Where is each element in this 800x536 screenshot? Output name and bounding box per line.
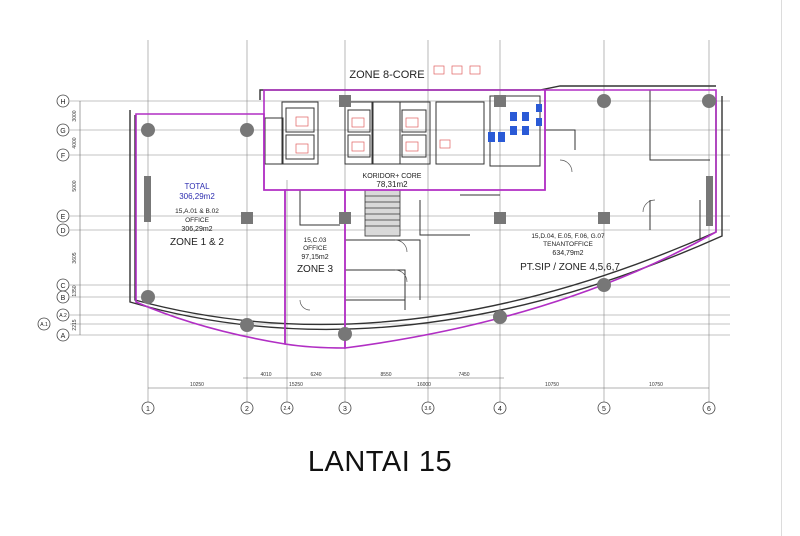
row-marker-e [56, 209, 70, 223]
zone-1-2-total-area: 306,29m2 [179, 192, 215, 201]
zone-1-2-total: TOTAL [184, 182, 210, 191]
row-dim: 3000 [72, 110, 78, 121]
zone-3-area: 97,15m2 [301, 254, 328, 261]
col-dim: 7450 [458, 372, 469, 378]
col-marker-5 [597, 401, 611, 415]
row-marker-a2 [56, 308, 70, 322]
zone-3-use: OFFICE [303, 245, 327, 252]
zone-4567-use: TENANTOFFICE [543, 241, 593, 248]
zone-core-label: ZONE 8-CORE [349, 69, 424, 81]
row-label: A.1 [40, 322, 48, 328]
row-marker-f [56, 148, 70, 162]
col-marker-2 [240, 401, 254, 415]
row-label: C [60, 283, 65, 290]
zone-3-unit: 15,C.03 [304, 237, 327, 244]
col-dim: 15250 [289, 382, 303, 388]
zone-1-2-area: 306,29m2 [181, 226, 212, 233]
zone-1-2-label: TOTAL 306,29m2 15,A.01 & B.02 OFFICE 306… [170, 182, 224, 248]
zone-4567-label: 15,D.04, E.05, F.06, G.07 TENANTOFFICE 6… [520, 233, 620, 273]
row-label: A [61, 333, 66, 340]
col-dim: 16000 [417, 382, 431, 388]
row-marker-b [56, 290, 70, 304]
column-markers [141, 401, 716, 415]
wall-columns [144, 176, 713, 226]
dimension-lines [79, 101, 709, 389]
row-dim: 5000 [72, 180, 78, 191]
row-marker-d [56, 223, 70, 237]
zone-4567-outline [344, 89, 717, 349]
zone-outlines [135, 89, 717, 349]
restroom-fixtures [488, 104, 542, 142]
koridor-name: KORIDOR+ CORE [363, 173, 422, 180]
zone-1-2-use: OFFICE [185, 217, 209, 224]
col-dim: 10750 [649, 382, 663, 388]
floor-title: LANTAI 15 [307, 446, 453, 478]
col-marker-1 [141, 401, 155, 415]
col-label: 2.4 [284, 406, 291, 412]
row-marker-g [56, 123, 70, 137]
col-dim: 10250 [190, 382, 204, 388]
col-marker-4 [493, 401, 507, 415]
koridor-label: KORIDOR+ CORE 78,31m2 [363, 173, 422, 189]
zone-3-label: 15,C.03 OFFICE 97,15m2 ZONE 3 [297, 237, 334, 275]
door-swings [299, 159, 656, 311]
row-label: E [61, 214, 66, 221]
row-markers [37, 94, 70, 342]
annotation-marks [295, 65, 481, 154]
zone-1-2-name: ZONE 1 & 2 [170, 237, 224, 248]
col-dim: 10750 [545, 382, 559, 388]
col-dim: 6240 [310, 372, 321, 378]
col-label: 1 [146, 406, 150, 413]
page-edge [781, 0, 782, 536]
col-marker-2-4 [280, 401, 294, 415]
col-marker-3-6 [421, 401, 435, 415]
koridor-area: 78,31m2 [376, 180, 408, 189]
zone-4567-area: 634,79m2 [552, 250, 583, 257]
row-dim: 1350 [72, 285, 78, 296]
zone-3-name: ZONE 3 [297, 264, 334, 275]
row-marker-a1 [37, 317, 51, 331]
col-marker-6 [702, 401, 716, 415]
row-dim: 4000 [72, 137, 78, 148]
row-label: A.2 [59, 313, 67, 319]
zone-4567-units: 15,D.04, E.05, F.06, G.07 [531, 233, 605, 240]
row-label: B [61, 295, 66, 302]
row-marker-a [56, 328, 70, 342]
col-dim: 8550 [380, 372, 391, 378]
col-label: 3 [343, 406, 347, 413]
row-marker-h [56, 94, 70, 108]
interior-walls [299, 90, 710, 310]
row-dim: 3605 [72, 252, 78, 263]
row-label: H [60, 99, 65, 106]
col-dim: 4010 [260, 372, 271, 378]
col-label: 4 [498, 406, 502, 413]
row-label: F [61, 153, 65, 160]
col-label: 6 [707, 406, 711, 413]
stair [364, 189, 401, 237]
col-label: 2 [245, 406, 249, 413]
row-label: D [60, 228, 65, 235]
zone-4567-name: PT.SIP / ZONE 4,5,6,7 [520, 262, 620, 273]
row-label: G [60, 128, 65, 135]
structural-columns [141, 94, 716, 341]
col-label: 5 [602, 406, 606, 413]
row-dim: 2215 [72, 319, 78, 330]
col-marker-3 [338, 401, 352, 415]
col-label: 3.6 [425, 406, 432, 412]
core-area [264, 95, 541, 167]
zone-1-2-units: 15,A.01 & B.02 [175, 208, 219, 215]
